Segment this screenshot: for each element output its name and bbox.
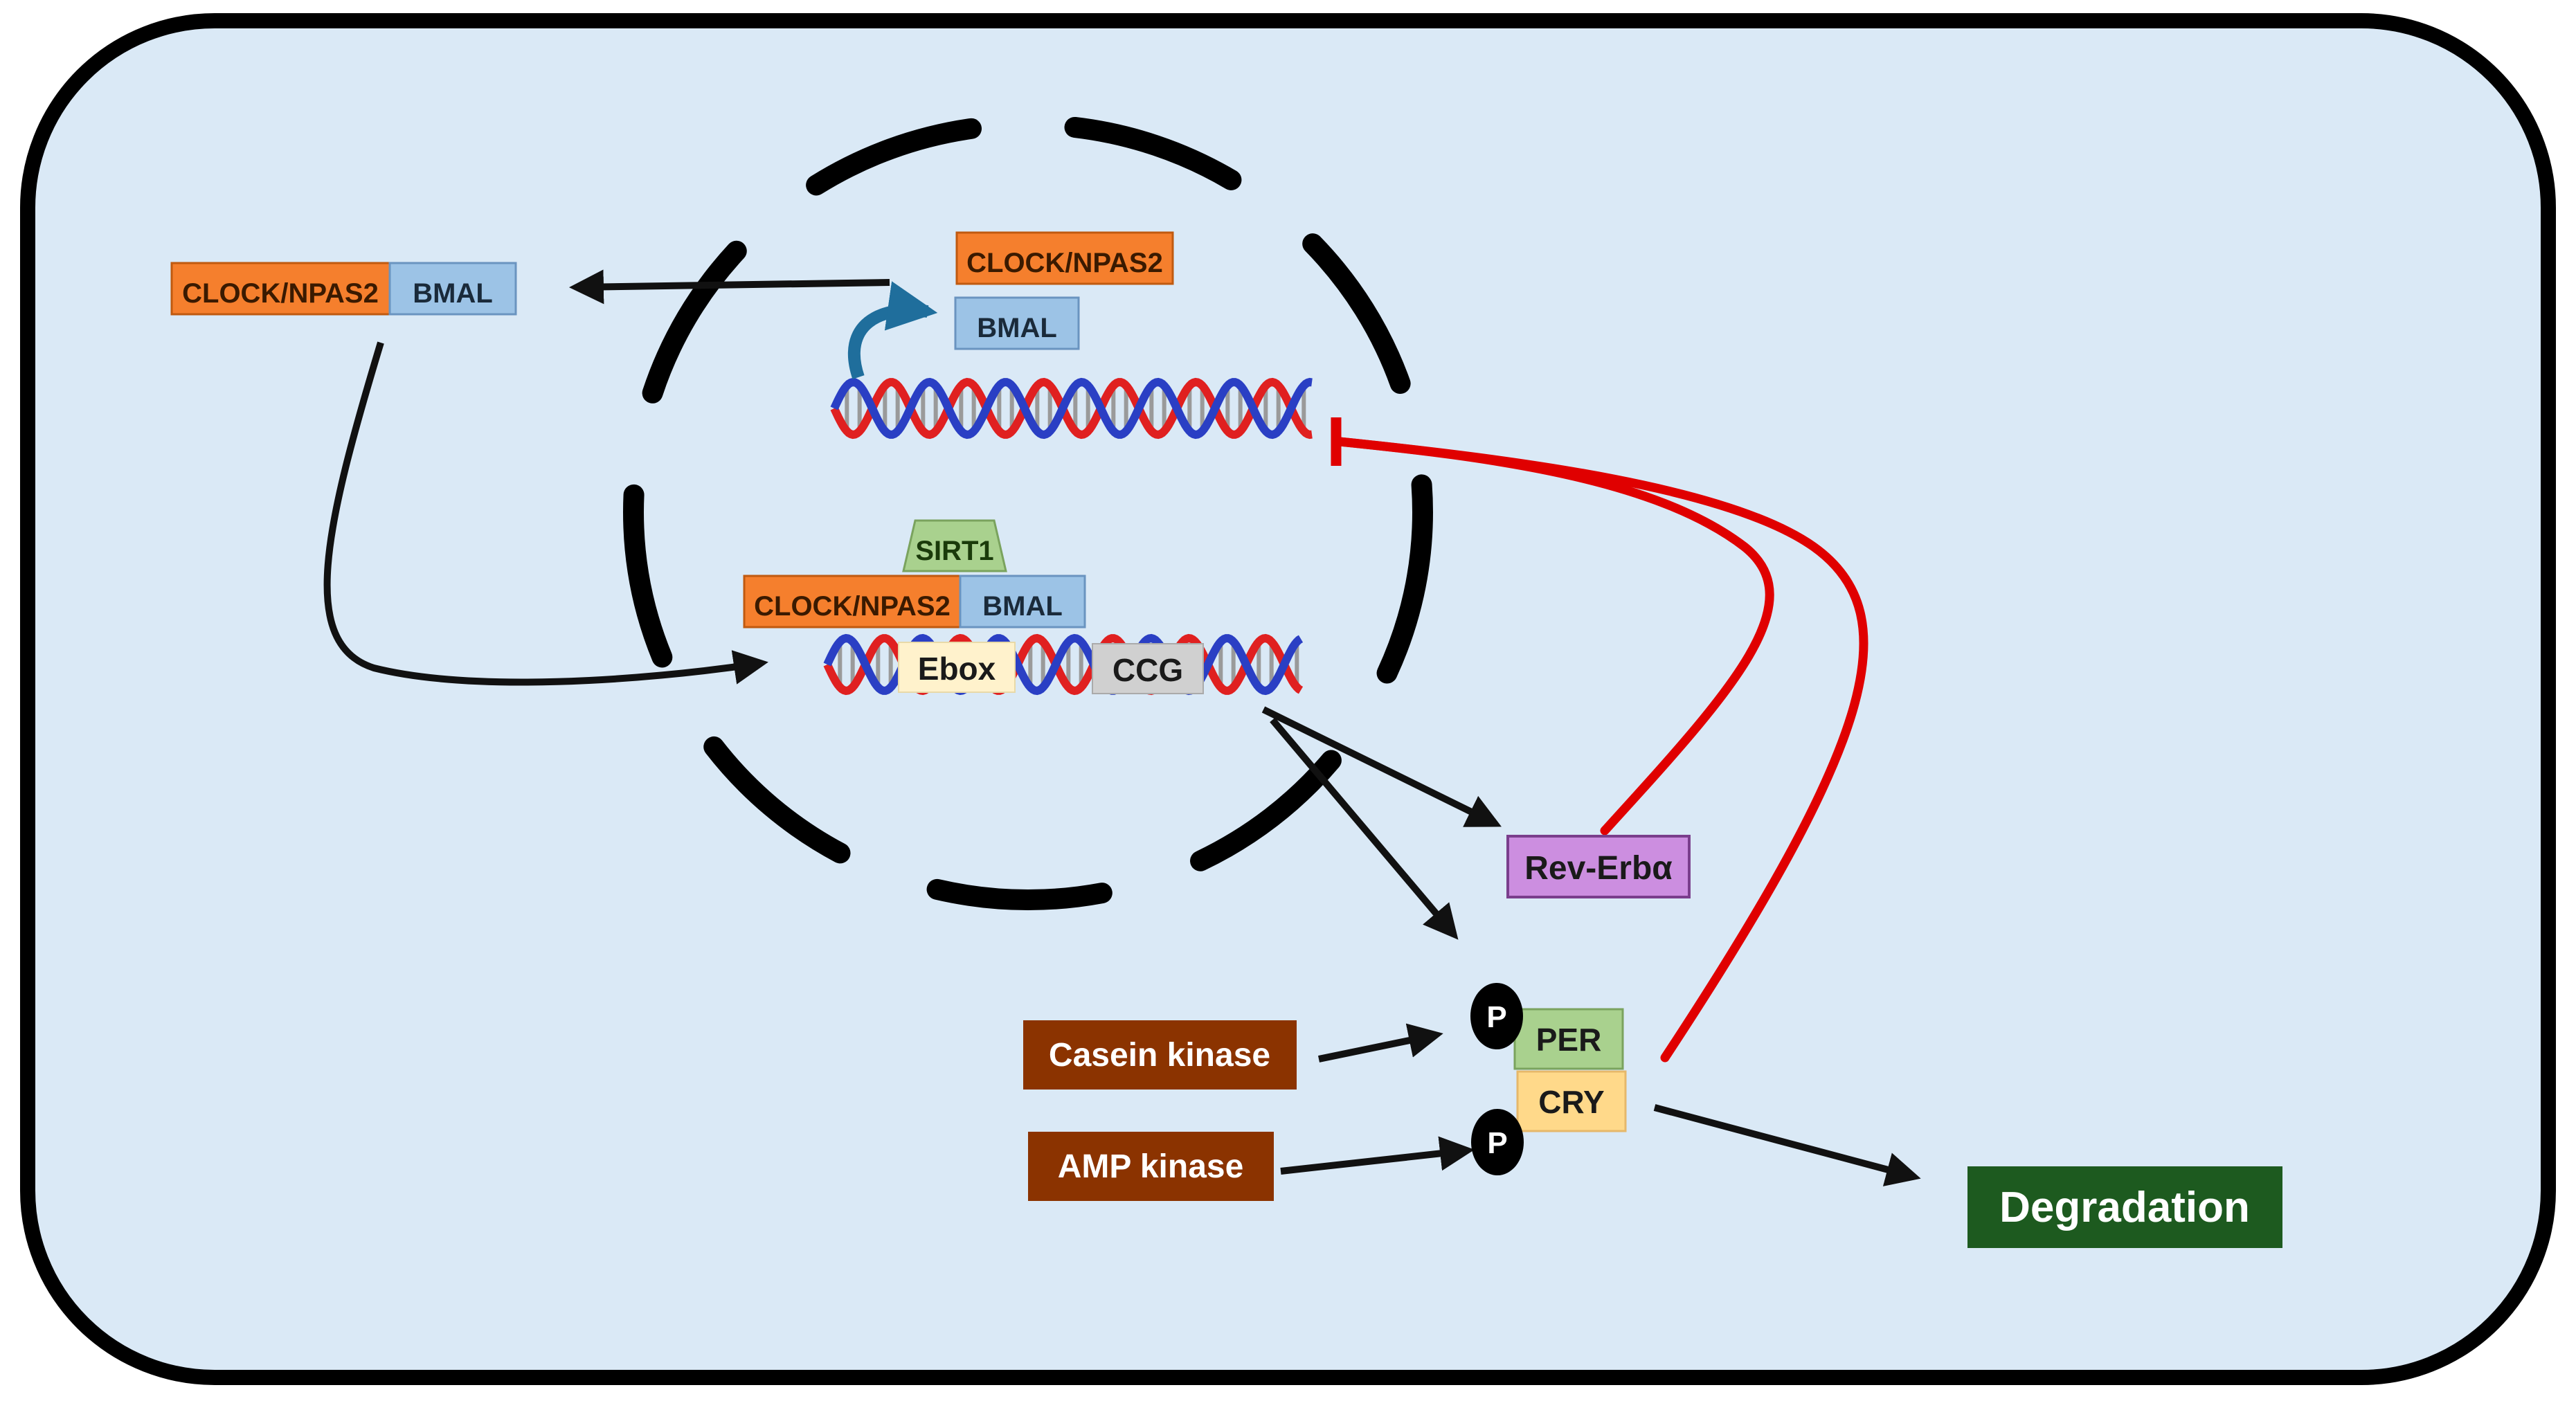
- degradation-box: [1967, 1166, 2282, 1248]
- bmal-label-promoter: BMAL: [982, 591, 1063, 622]
- clock-npas2-box-promoter: [743, 575, 962, 629]
- degradation-label: Degradation: [1999, 1184, 2250, 1231]
- ebox-promoter-complex: SIRT1 CLOCK/NPAS2 BMAL Ebox CCG: [743, 519, 1204, 694]
- phosphate-per: [1470, 983, 1523, 1049]
- clock-npas2-label-nuclear: CLOCK/NPAS2: [966, 248, 1163, 278]
- activation-arrows: [323, 269, 1921, 1186]
- phosphate-cry: [1471, 1109, 1524, 1175]
- sirt1-box: [902, 519, 1007, 572]
- transcription-arrow: [848, 281, 938, 379]
- inhibition-lines: [1331, 417, 1868, 1063]
- dna-strand: [830, 377, 1313, 440]
- nuclear-import-arrow: [323, 341, 768, 686]
- cry-box: [1516, 1070, 1627, 1132]
- nucleus-boundary: [623, 114, 1433, 910]
- export-arrow: [569, 269, 890, 305]
- bmal-box-nuclear: [954, 296, 1080, 350]
- amp-kinase-arrow: [1280, 1136, 1475, 1175]
- ebox-box: [898, 642, 1016, 693]
- amp-kinase-label: AMP kinase: [1058, 1148, 1244, 1185]
- sirt1-label: SIRT1: [915, 536, 993, 566]
- degradation-arrow: [1653, 1104, 1921, 1186]
- clock-npas2-box: [170, 262, 391, 316]
- ccg-label: CCG: [1113, 652, 1183, 688]
- ebox-label: Ebox: [918, 651, 996, 687]
- per-box: [1513, 1008, 1624, 1070]
- rev-erb-label: Rev-Erbα: [1524, 850, 1673, 887]
- rev-erb-box: [1506, 835, 1691, 898]
- per-label: PER: [1536, 1022, 1602, 1058]
- ccg-box: [1092, 643, 1204, 694]
- cry-label: CRY: [1538, 1084, 1604, 1120]
- bmal-box: [388, 262, 517, 316]
- clock-npas2-box-nuclear: [955, 231, 1174, 285]
- amp-kinase-box: [1028, 1132, 1274, 1201]
- phosphate-cry-label: P: [1487, 1126, 1507, 1160]
- per-cry-complex: PER CRY P P: [1470, 983, 1627, 1175]
- casein-kinase-arrow: [1317, 1023, 1443, 1063]
- bmal-label-nuclear: BMAL: [977, 313, 1057, 343]
- bmal-box-promoter: [959, 575, 1086, 629]
- ccg-to-rev-erb-arrow: [1261, 706, 1502, 827]
- degradation-node: Degradation: [1967, 1166, 2282, 1248]
- rev-erb-complex: Rev-Erbα: [1506, 835, 1691, 898]
- dna-helix-top: [830, 377, 1313, 440]
- clock-npas2-label: CLOCK/NPAS2: [182, 278, 379, 309]
- casein-kinase-label: Casein kinase: [1049, 1037, 1270, 1074]
- kinases: Casein kinase AMP kinase: [1023, 1020, 1297, 1201]
- ccg-to-per-cry-arrow: [1270, 717, 1459, 940]
- phosphate-per-label: P: [1486, 1000, 1506, 1034]
- dna-strand: [830, 377, 1313, 440]
- casein-kinase-box: [1023, 1020, 1297, 1090]
- nuclear-clock-bmal-stack: CLOCK/NPAS2 BMAL: [954, 231, 1174, 350]
- bmal-label: BMAL: [413, 278, 493, 309]
- per-cry-inhibition: [1335, 437, 1868, 1063]
- clock-npas2-label-promoter: CLOCK/NPAS2: [754, 591, 951, 622]
- cytoplasm-clock-bmal-complex: CLOCK/NPAS2 BMAL: [170, 262, 517, 316]
